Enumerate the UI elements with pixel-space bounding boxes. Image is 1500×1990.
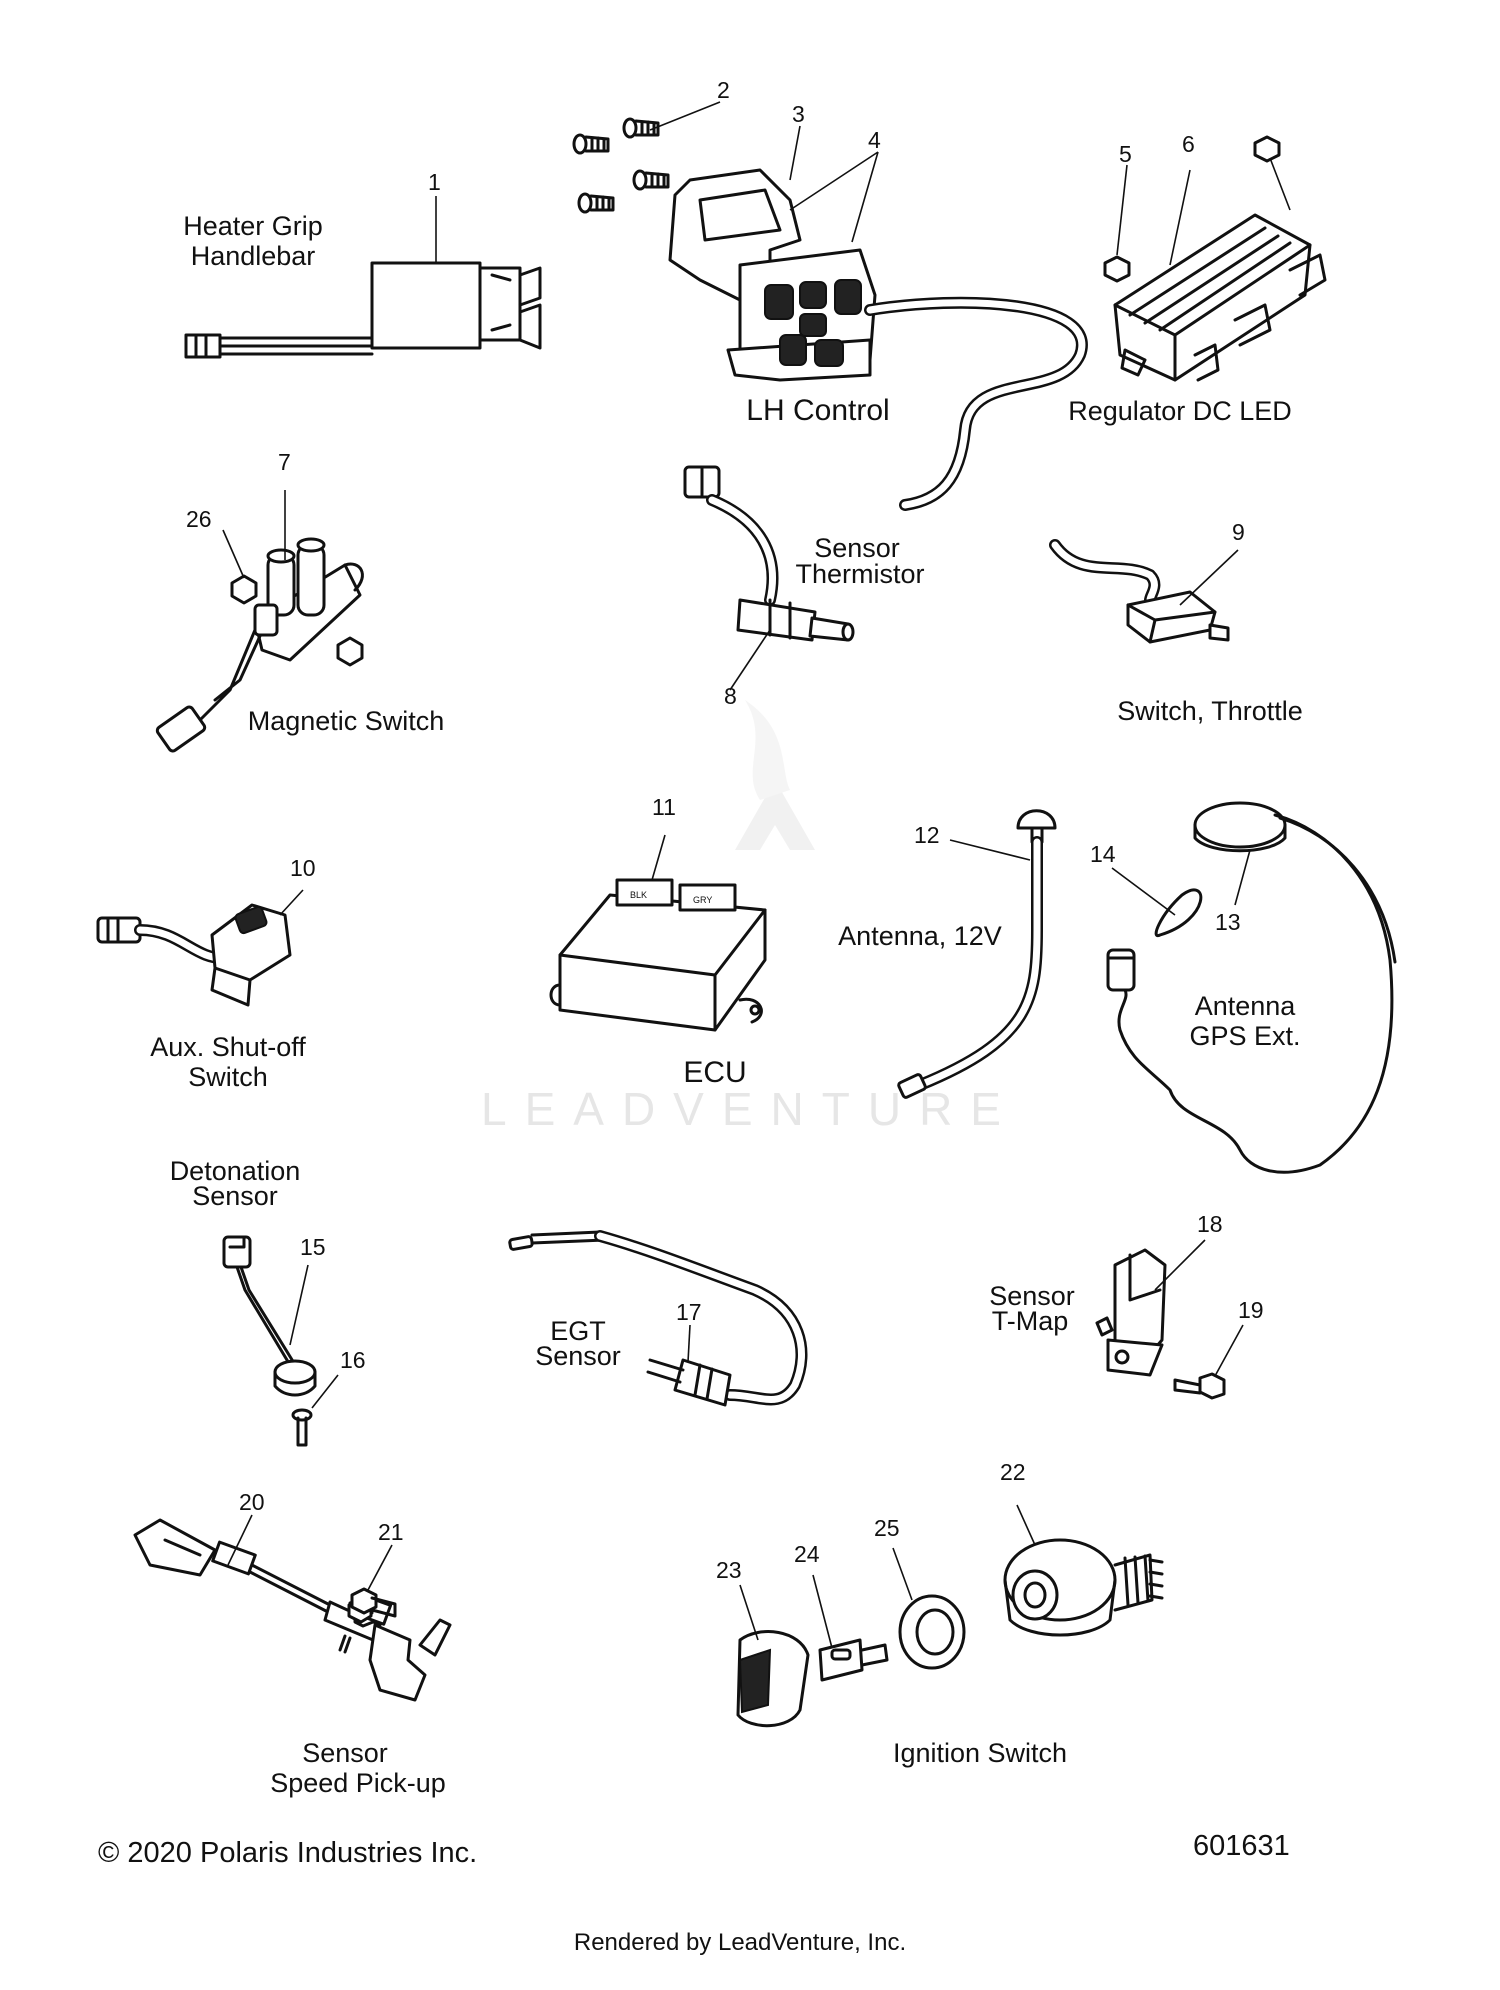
- callout-17: 17: [676, 1299, 702, 1325]
- callout-6: 6: [1182, 131, 1195, 157]
- part-12-antenna-12v[interactable]: [897, 809, 1057, 1099]
- callout-20: 20: [239, 1489, 265, 1515]
- callout-10: 10: [290, 855, 316, 881]
- part-11-ecu[interactable]: BLK GRY: [549, 878, 767, 1032]
- callout-2: 2: [717, 77, 730, 103]
- label-aux-shutoff-1: Aux. Shut-off: [150, 1032, 306, 1062]
- label-detonation-1: Detonation: [170, 1156, 301, 1186]
- label-heater-grip-2: Handlebar: [191, 241, 316, 271]
- part-17-egt-sensor[interactable]: [508, 1230, 808, 1407]
- callout-25: 25: [874, 1515, 900, 1541]
- label-egt-2: Sensor: [535, 1341, 621, 1371]
- part-13-14-gps-antenna[interactable]: [1106, 801, 1397, 1174]
- part-15-16-detonation-sensor[interactable]: [222, 1235, 317, 1447]
- part-7-26-magnetic-switch[interactable]: [155, 537, 364, 753]
- part-5-6-regulator[interactable]: [1103, 135, 1327, 382]
- copyright-text: © 2020 Polaris Industries Inc.: [98, 1837, 477, 1869]
- footer: © 2020 Polaris Industries Inc. 601631 Re…: [98, 1830, 1290, 1956]
- part-22-25-ignition-switch[interactable]: [736, 1538, 1164, 1728]
- label-egt-1: EGT: [550, 1316, 606, 1346]
- label-tmap-2: T-Map: [992, 1306, 1069, 1336]
- callout-24: 24: [794, 1541, 820, 1567]
- label-lh-control: LH Control: [746, 394, 889, 427]
- part-3-4-lh-control[interactable]: [668, 168, 1088, 511]
- callout-22: 22: [1000, 1459, 1026, 1485]
- ecu-connector-mark-1: BLK: [630, 890, 647, 900]
- callout-9: 9: [1232, 519, 1245, 545]
- callout-7: 7: [278, 449, 291, 475]
- part-1-heater-grip-handlebar[interactable]: [184, 261, 542, 359]
- callout-16: 16: [340, 1347, 366, 1373]
- label-regulator: Regulator DC LED: [1068, 396, 1292, 426]
- label-aux-shutoff-2: Switch: [188, 1062, 268, 1092]
- label-magnetic-switch: Magnetic Switch: [248, 706, 445, 736]
- callout-23: 23: [716, 1557, 742, 1583]
- label-thermistor-1: Sensor: [814, 533, 900, 563]
- part-21-bolt[interactable]: [350, 1587, 397, 1618]
- label-gps-1: Antenna: [1195, 991, 1297, 1021]
- part-18-19-sensor-tmap[interactable]: [1095, 1248, 1226, 1400]
- callout-15: 15: [300, 1234, 326, 1260]
- callout-4: 4: [868, 127, 881, 153]
- callout-numbers: 1 2 3 4 5 6 7 8 9 10 11 12 13 14 15 16 1…: [186, 77, 1264, 1583]
- label-detonation-2: Sensor: [192, 1181, 278, 1211]
- part-2-screws[interactable]: [572, 117, 670, 214]
- callout-11: 11: [652, 794, 676, 820]
- callout-3: 3: [792, 101, 805, 127]
- callout-8: 8: [724, 683, 737, 709]
- label-speed-pickup-1: Sensor: [302, 1738, 388, 1768]
- leadventure-logo-icon: [735, 700, 815, 850]
- callout-13: 13: [1215, 909, 1241, 935]
- callout-19: 19: [1238, 1297, 1264, 1323]
- label-switch-throttle: Switch, Throttle: [1117, 696, 1303, 726]
- rendered-by-text: Rendered by LeadVenture, Inc.: [574, 1929, 906, 1956]
- label-thermistor-2: Thermistor: [795, 559, 924, 589]
- watermark-text: LEADVENTURE: [481, 1083, 1019, 1135]
- label-antenna-12v: Antenna, 12V: [838, 921, 1002, 951]
- label-ignition-switch: Ignition Switch: [893, 1738, 1067, 1768]
- label-ecu: ECU: [683, 1056, 746, 1089]
- callout-21: 21: [378, 1519, 404, 1545]
- ecu-connector-mark-2: GRY: [693, 895, 712, 905]
- part-20-21-speed-pickup[interactable]: [133, 1518, 452, 1702]
- label-gps-2: GPS Ext.: [1189, 1021, 1300, 1051]
- group-labels: Heater Grip Handlebar LH Control Regulat…: [150, 211, 1303, 1798]
- callout-12: 12: [914, 822, 940, 848]
- callout-26: 26: [186, 506, 212, 532]
- leader-lines: [222, 101, 1291, 1649]
- callout-18: 18: [1197, 1211, 1223, 1237]
- part-9-switch-throttle[interactable]: [1049, 539, 1230, 644]
- label-heater-grip-1: Heater Grip: [183, 211, 323, 241]
- callout-14: 14: [1090, 841, 1116, 867]
- part-10-aux-shutoff-switch[interactable]: [96, 903, 292, 1007]
- callout-1: 1: [428, 169, 441, 195]
- label-tmap-1: Sensor: [989, 1281, 1075, 1311]
- callout-5: 5: [1119, 141, 1132, 167]
- diagram-number: 601631: [1193, 1830, 1290, 1862]
- part-8-sensor-thermistor[interactable]: [683, 465, 855, 642]
- label-speed-pickup-2: Speed Pick-up: [270, 1768, 446, 1798]
